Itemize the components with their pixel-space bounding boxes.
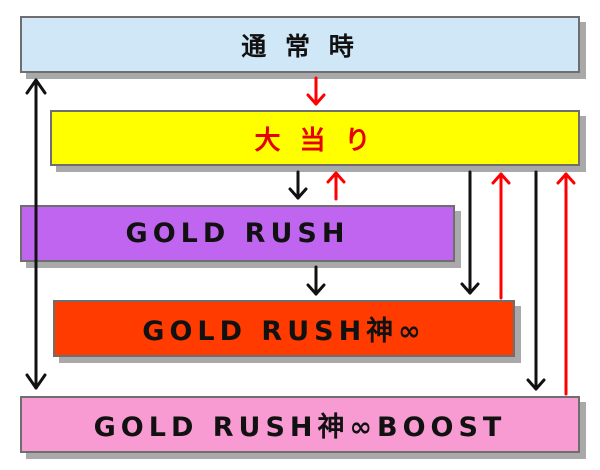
box-normal: 通 常 時: [20, 16, 580, 73]
box-normal-label: 通 常 時: [241, 31, 359, 61]
box-gold-rush-kami-label: GOLD RUSH神∞: [142, 316, 426, 347]
box-gold-rush: GOLD RUSH: [20, 205, 455, 262]
arrow-kami-to-jackpot: [491, 172, 511, 300]
arrow-gold-rush-to-kami: [306, 265, 326, 296]
arrow-jackpot-to-gold-rush: [288, 170, 308, 200]
arrow-jackpot-to-kami: [460, 170, 480, 295]
box-gold-rush-kami: GOLD RUSH神∞: [53, 300, 515, 357]
arrow-jackpot-to-boost: [526, 170, 546, 391]
box-gold-rush-boost-label: GOLD RUSH神∞BOOST: [93, 412, 507, 443]
box-gold-rush-label: GOLD RUSH: [125, 218, 350, 249]
box-gold-rush-boost: GOLD RUSH神∞BOOST: [20, 396, 580, 453]
arrow-gold-rush-to-jackpot: [326, 171, 346, 201]
arrow-normal-to-jackpot: [306, 76, 326, 106]
box-jackpot-label: 大 当 り: [254, 125, 376, 156]
arrow-boost-to-jackpot: [556, 172, 576, 396]
box-jackpot: 大 当 り: [50, 110, 580, 166]
